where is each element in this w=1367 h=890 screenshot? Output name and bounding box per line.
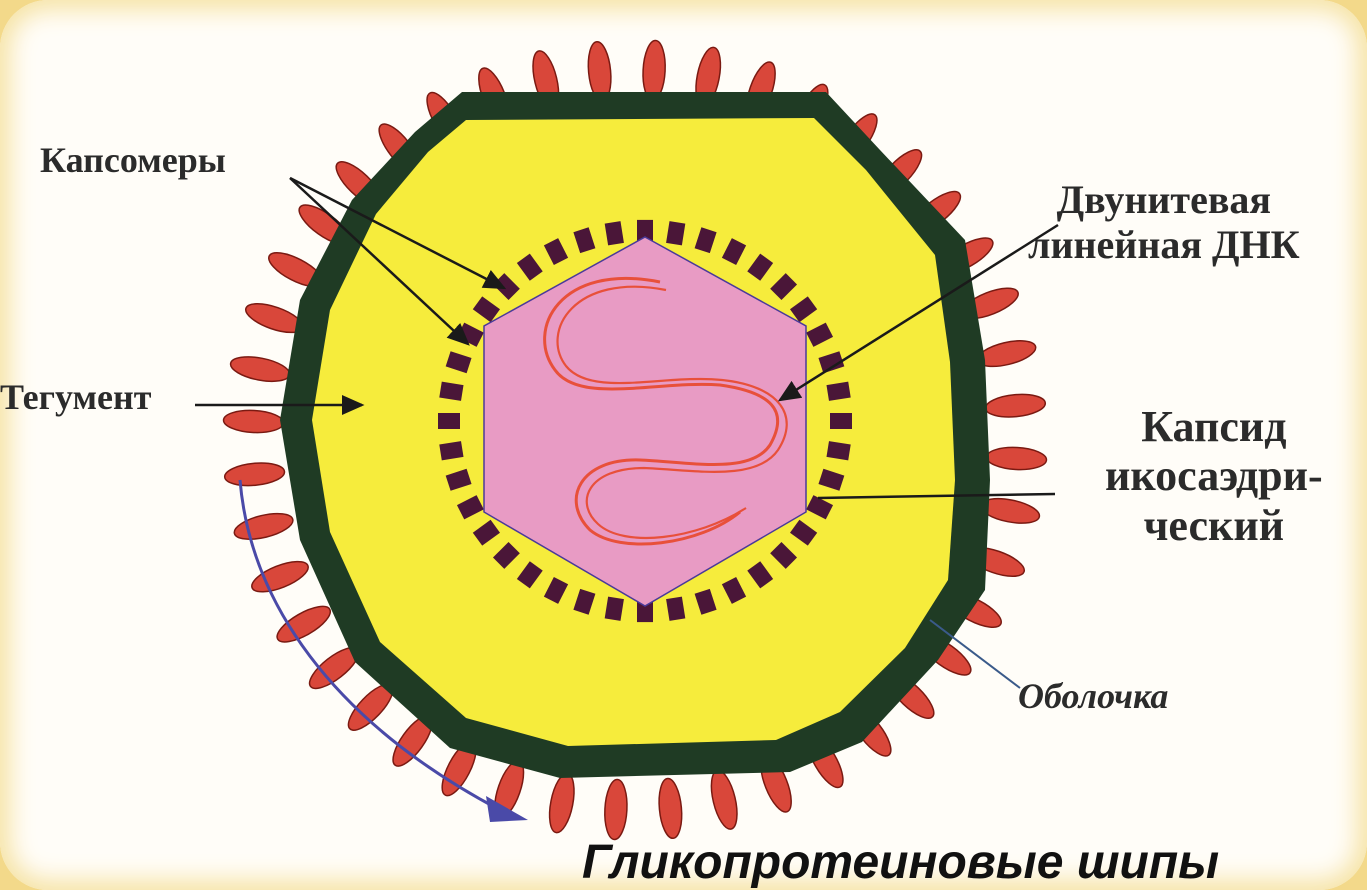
glycoprotein-spike (229, 353, 292, 386)
glycoprotein-spike (642, 40, 667, 101)
tegument-label: Тегумент (0, 377, 151, 417)
dna-label-line1: Двунитевая (1028, 178, 1300, 223)
capsomere (666, 221, 685, 245)
glycoprotein-spike (657, 778, 684, 840)
capsomere (439, 441, 463, 460)
envelope-label: Оболочка (1018, 676, 1168, 716)
capsid-label-line1: Капсид (1105, 402, 1323, 451)
capsomere (830, 413, 852, 429)
glycoprotein-spike (224, 461, 286, 488)
glycoprotein-spike (985, 392, 1047, 419)
glycoprotein-spike (272, 600, 335, 649)
spikes-label: Гликопротеиновые шипы (582, 836, 1219, 890)
capsomere (826, 441, 850, 460)
glycoprotein-spike (223, 409, 284, 434)
capsomere (666, 597, 685, 621)
dna-label: Двунитевая линейная ДНК (1028, 178, 1300, 268)
glycoprotein-spike (603, 779, 628, 840)
dna-label-line2: линейная ДНК (1028, 223, 1300, 268)
capsomere (826, 382, 850, 401)
capsid-label-line3: ческий (1105, 501, 1323, 550)
capsomeres-label: Капсомеры (40, 140, 226, 180)
capsid-label-line2: икосаэдри- (1105, 451, 1323, 500)
capsomere (439, 382, 463, 401)
glycoprotein-spike (986, 446, 1047, 471)
capsomere (438, 413, 460, 429)
glycoprotein-spike (545, 772, 578, 835)
capsomere (605, 597, 624, 621)
capsomere (605, 221, 624, 245)
glycoprotein-spike (232, 509, 295, 544)
capsid-label: Капсид икосаэдри- ческий (1105, 402, 1323, 550)
glycoprotein-spike (707, 768, 742, 831)
